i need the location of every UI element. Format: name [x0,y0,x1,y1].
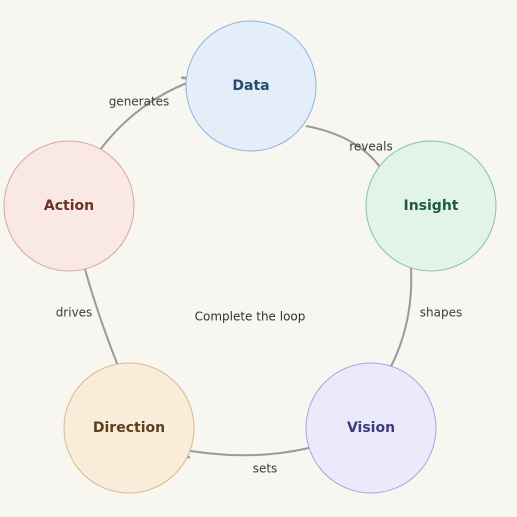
node-vision-circle [305,362,437,494]
node-vision: Vision [305,362,437,494]
node-data-circle [185,20,317,152]
edge-vision-direction [176,443,310,459]
edge-label-shapes: shapes [420,306,462,320]
edge-action-data [99,76,198,151]
node-action: Action [3,140,135,272]
center-label: Complete the loop [195,310,306,324]
edge-label-reveals: reveals [349,140,392,154]
edge-label-generates: generates [109,95,170,109]
node-vision-label: Vision [347,420,395,436]
edge-labels: reveals shapes sets drives generates [56,95,463,476]
edge-label-drives: drives [56,306,93,320]
node-insight-circle [365,140,497,272]
node-direction-label: Direction [93,420,165,436]
edge-label-sets: sets [253,462,278,476]
node-data-label: Data [232,78,269,94]
node-insight-label: Insight [404,198,459,214]
node-action-label: Action [44,198,94,214]
edge-insight-vision [380,267,413,384]
node-direction: Direction [63,362,195,494]
node-direction-circle [63,362,195,494]
node-insight: Insight [365,140,497,272]
node-action-circle [3,140,135,272]
node-data: Data [185,20,317,152]
